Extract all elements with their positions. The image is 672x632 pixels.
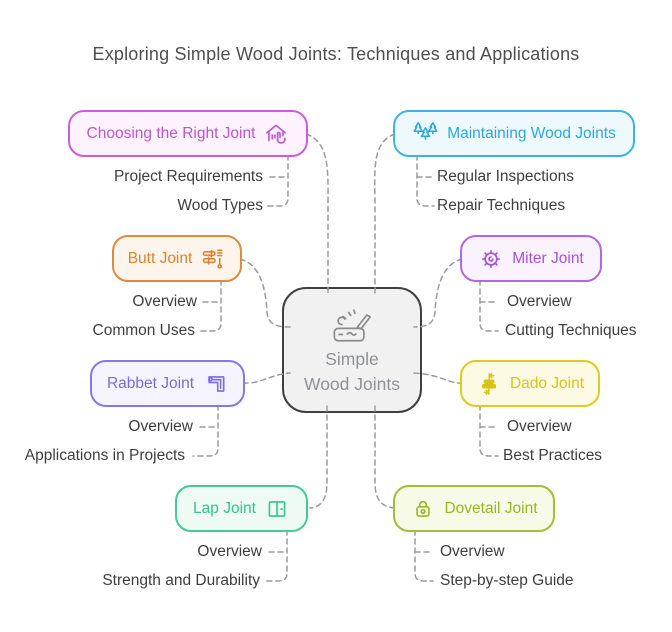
pine-trees-icon [413, 122, 438, 140]
subtopic-dado-overview[interactable]: Overview [507, 418, 572, 435]
clamp-icon [481, 372, 497, 395]
node-label: Maintaining Wood Joints [447, 124, 616, 142]
subtopic-common-uses[interactable]: Common Uses [92, 322, 196, 339]
node-label: Rabbet Joint [106, 374, 195, 392]
node-rabbet-joint[interactable]: Rabbet Joint [90, 360, 245, 407]
subtopic-repair-techniques[interactable]: Repair Techniques [437, 197, 566, 214]
connector-rabbet-children [192, 404, 219, 457]
subtopic-regular-inspections[interactable]: Regular Inspections [437, 168, 574, 185]
connector-lap-children [265, 529, 288, 582]
connector-butt-children [200, 279, 222, 332]
connector-maintaining-center [374, 133, 396, 295]
node-maintaining-wood-joints[interactable]: Maintaining Wood Joints [393, 110, 635, 157]
connector-dovetail-children [414, 529, 434, 582]
center-node-simple-wood-joints[interactable]: Simple Wood Joints [282, 287, 422, 413]
padlock-icon [416, 500, 431, 517]
subtopic-strength-and-durability[interactable]: Strength and Durability [102, 572, 260, 589]
connector-dado-children [479, 404, 499, 457]
connector-choosing-children [266, 154, 289, 207]
corner-joint-icon [208, 375, 225, 392]
node-label: Butt Joint [127, 249, 193, 267]
wood-carving-icon [333, 309, 371, 342]
connector-lap-center [309, 405, 328, 509]
diagram-title: Exploring Simple Wood Joints: Techniques… [92, 44, 580, 64]
connector-dovetail-center [374, 405, 396, 509]
subtopic-project-requirements[interactable]: Project Requirements [113, 168, 263, 185]
subtopic-best-practices[interactable]: Best Practices [503, 447, 603, 464]
subtopic-butt-overview[interactable]: Overview [132, 293, 197, 310]
node-dado-joint[interactable]: Dado Joint [460, 360, 600, 407]
node-butt-joint[interactable]: Butt Joint [112, 235, 242, 282]
connector-choosing-center [305, 133, 329, 295]
subtopic-wood-types[interactable]: Wood Types [177, 197, 263, 214]
subtopic-cutting-techniques[interactable]: Cutting Techniques [505, 322, 637, 339]
subtopic-step-by-step-guide[interactable]: Step-by-step Guide [440, 572, 574, 589]
subtopic-lap-overview[interactable]: Overview [197, 543, 262, 560]
node-choosing-the-right-joint[interactable]: Choosing the Right Joint [68, 110, 308, 157]
node-label: Dado Joint [509, 374, 585, 392]
sliders-icon [202, 249, 223, 269]
node-label: Miter Joint [512, 249, 584, 267]
subtopic-miter-overview[interactable]: Overview [507, 293, 572, 310]
node-miter-joint[interactable]: Miter Joint [460, 235, 602, 282]
panel-door-icon [268, 500, 286, 517]
node-label: Dovetail Joint [444, 499, 538, 517]
house-pointer-icon [266, 124, 287, 144]
center-node-label-line1: Simple [325, 349, 379, 369]
connector-maintaining-children [416, 154, 435, 207]
connector-miter-children [479, 279, 499, 332]
center-node-label-line2: Wood Joints [304, 374, 400, 394]
node-label: Lap Joint [193, 499, 256, 517]
node-dovetail-joint[interactable]: Dovetail Joint [393, 485, 555, 532]
subtopic-rabbet-overview[interactable]: Overview [128, 418, 193, 435]
subtopic-dovetail-overview[interactable]: Overview [440, 543, 505, 560]
node-lap-joint[interactable]: Lap Joint [175, 485, 308, 532]
node-label: Choosing the Right Joint [86, 124, 256, 142]
gear-icon [482, 249, 501, 268]
subtopic-applications-in-projects[interactable]: Applications in Projects [24, 447, 185, 464]
